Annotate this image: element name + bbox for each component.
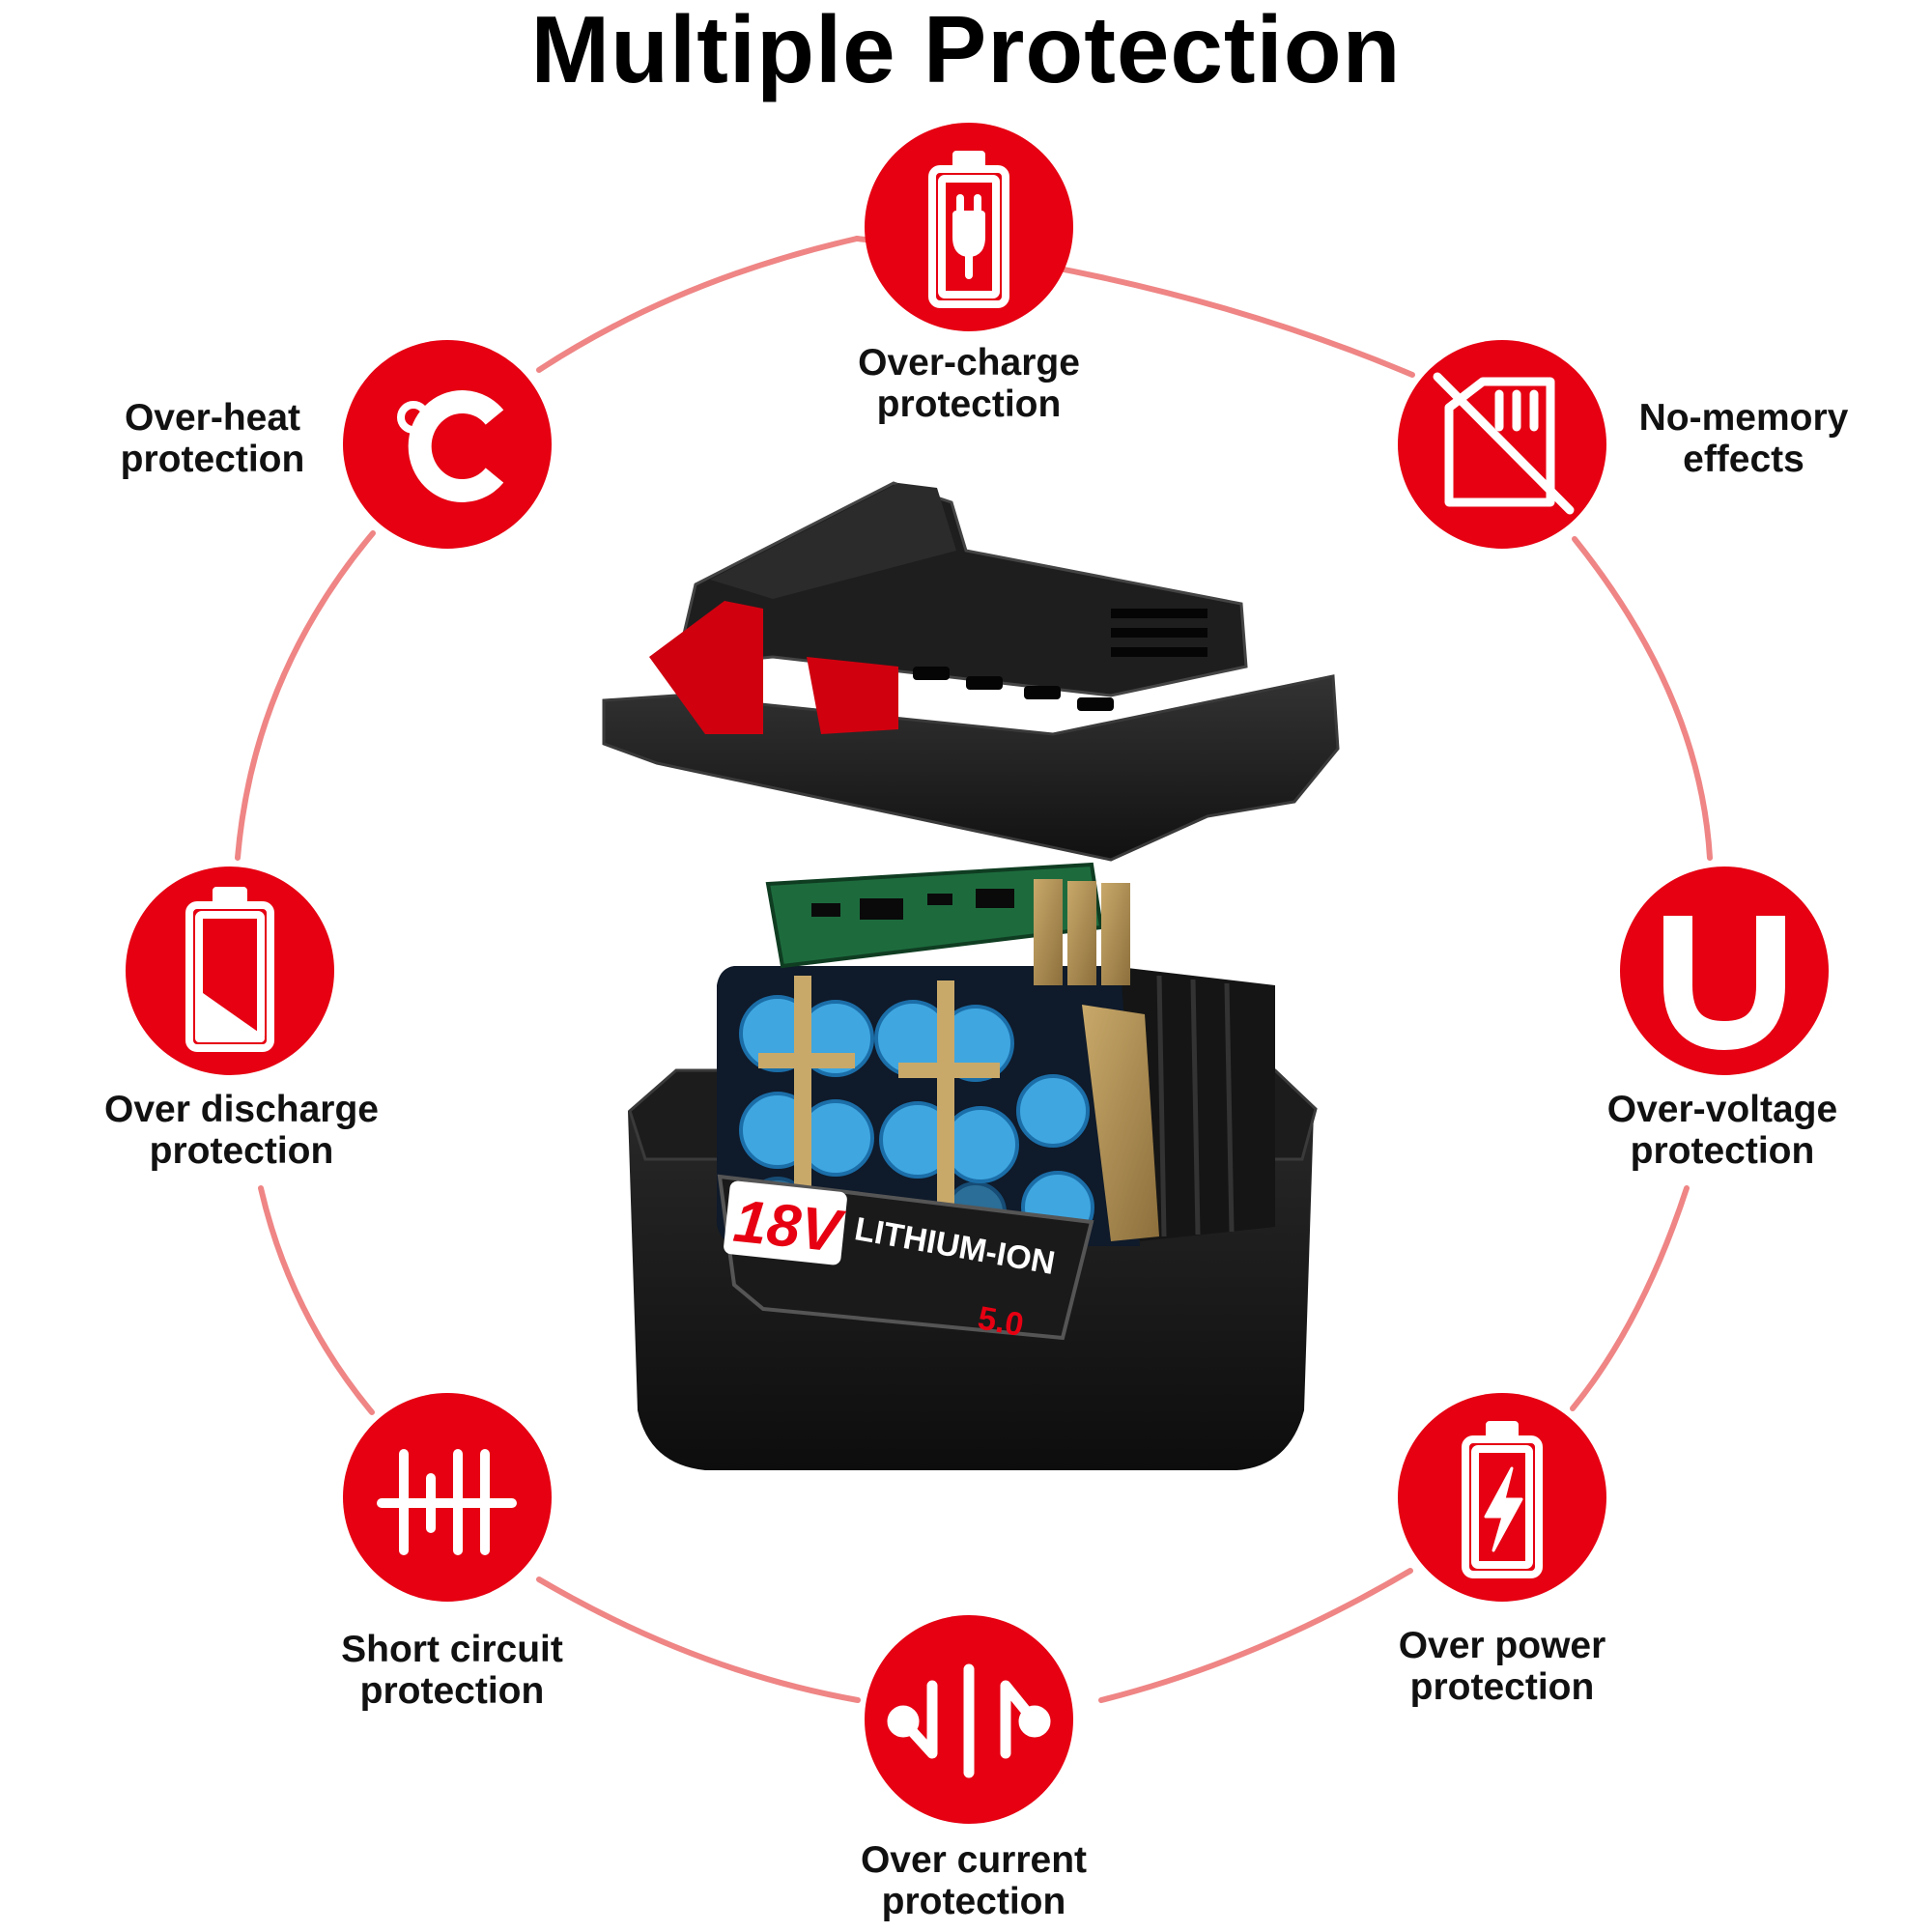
feature-circle-over-heat <box>343 340 552 549</box>
release-latch <box>649 601 763 734</box>
label-short-circuit-line2: protection <box>359 1669 545 1712</box>
cell-block-ridges <box>1156 975 1235 1237</box>
ring-arc-3 <box>1570 1185 1690 1411</box>
label-over-heat-line2: protection <box>120 438 305 480</box>
label-over-power-line1: Over power <box>1398 1625 1606 1666</box>
feature-circle-short-circuit <box>343 1393 552 1602</box>
label-no-memory: No-memory effects <box>1604 397 1884 481</box>
label-over-current-line1: Over current <box>860 1839 1088 1881</box>
label-over-voltage-line1: Over-voltage <box>1606 1089 1838 1130</box>
label-short-circuit-line1: Short circuit <box>341 1629 563 1670</box>
label-over-discharge: Over discharge protection <box>77 1089 406 1173</box>
nickel-strips <box>758 976 1000 1208</box>
celsius-icon <box>397 390 504 502</box>
pcb-terminals <box>1034 879 1130 985</box>
ring-arc-4 <box>1098 1568 1413 1703</box>
ring-arc-7 <box>235 530 376 861</box>
pcb-components <box>811 889 1014 920</box>
label-over-power-line2: protection <box>1409 1665 1595 1708</box>
gold-foil <box>1082 1005 1159 1241</box>
feature-circle-no-memory <box>1398 340 1606 549</box>
label-over-current: Over current protection <box>824 1839 1123 1923</box>
label-no-memory-line2: effects <box>1683 438 1804 480</box>
low-battery-icon <box>185 887 274 1052</box>
voltage-text: 18V <box>730 1188 848 1266</box>
current-wave-icon <box>887 1663 1051 1778</box>
battery-illustration: 18V LITHIUM-ION 5.0 <box>602 481 1340 1470</box>
no-memory-card-icon <box>1433 372 1575 515</box>
capacity-text: 5.0 <box>975 1299 1026 1344</box>
ring-arc-2 <box>1572 536 1713 861</box>
voltage-badge <box>724 1180 847 1265</box>
label-over-current-line2: protection <box>881 1880 1066 1922</box>
top-cap-base <box>602 674 1340 862</box>
ring-arc-5 <box>536 1577 861 1703</box>
label-over-charge-line2: protection <box>876 383 1062 425</box>
feature-circle-over-voltage <box>1620 867 1829 1075</box>
label-over-voltage: Over-voltage protection <box>1573 1089 1872 1173</box>
label-over-discharge-line1: Over discharge <box>104 1089 379 1130</box>
battery-plug-icon <box>928 151 1009 308</box>
label-over-charge: Over-charge protection <box>824 342 1114 426</box>
ring <box>235 236 1713 1703</box>
label-over-discharge-line2: protection <box>149 1129 334 1172</box>
feature-circles <box>126 123 1829 1824</box>
label-over-heat: Over-heat protection <box>87 397 338 481</box>
ring-arc-6 <box>258 1185 375 1415</box>
top-cap-upper <box>710 483 956 599</box>
label-over-voltage-line2: protection <box>1630 1129 1815 1172</box>
label-over-power: Over power protection <box>1362 1625 1642 1709</box>
ring-arc-8 <box>536 236 860 373</box>
label-short-circuit: Short circuit protection <box>302 1629 602 1713</box>
release-button <box>807 657 898 734</box>
short-circuit-icon <box>377 1449 517 1555</box>
top-cap-slots <box>913 667 1114 711</box>
label-over-heat-line1: Over-heat <box>124 397 301 439</box>
label-no-memory-line1: No-memory <box>1638 397 1849 439</box>
label-over-charge-line1: Over-charge <box>858 342 1080 384</box>
page-title: Multiple Protection <box>530 0 1402 102</box>
battery-lightning-icon <box>1462 1421 1543 1578</box>
voltage-u-icon <box>1663 916 1785 1051</box>
feature-circle-over-current <box>865 1615 1073 1824</box>
top-cap-fins <box>1111 609 1208 657</box>
feature-circle-over-discharge <box>126 867 334 1075</box>
feature-circle-over-charge <box>865 123 1073 331</box>
feature-circle-over-power <box>1398 1393 1606 1602</box>
